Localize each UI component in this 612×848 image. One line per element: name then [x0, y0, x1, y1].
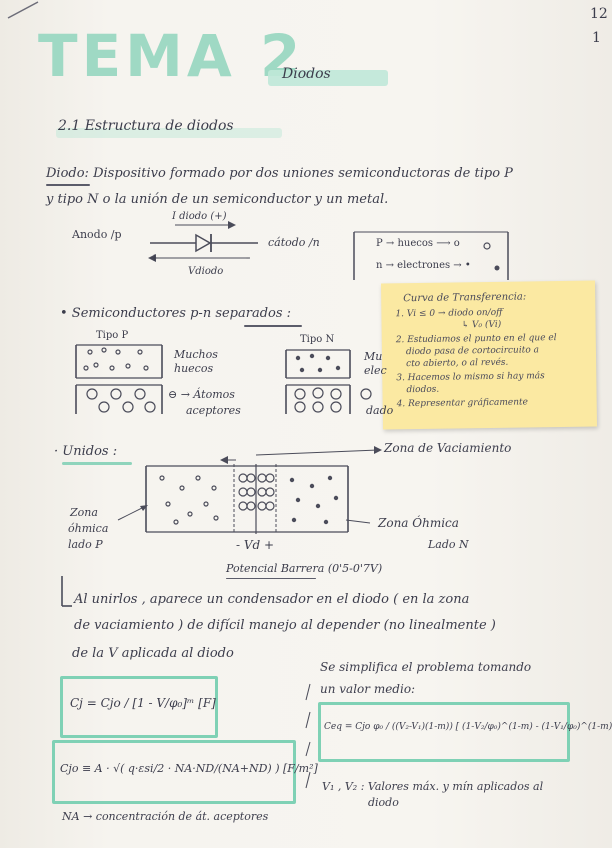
section-heading: 2.1 Estructura de diodos [58, 118, 234, 134]
zona-vaciamiento-label: Zona de Vaciamiento [384, 441, 512, 455]
definition-line-2: y tipo N o la unión de un semiconductor … [46, 192, 389, 207]
formula-cj-box [60, 676, 218, 738]
sticky-line-1b: ↳ V₀ (Vi) [461, 319, 502, 331]
zona-ohmica-p-1: Zona [70, 506, 98, 519]
vdiodo-label: Vdiodo [188, 266, 224, 277]
aceptores-label: aceptores [186, 404, 241, 417]
atomos-label: ⊖ → Átomos [168, 388, 235, 401]
unidos-heading: · Unidos : [54, 444, 118, 459]
sticky-line-2c: cto abierto, o al revés. [406, 357, 509, 370]
idiodo-label: I diodo (+) [172, 211, 227, 222]
tipo-n-label: Tipo N [300, 334, 335, 345]
page-number-secondary: 1 [592, 30, 601, 46]
formula-cjo-box [52, 740, 296, 804]
huecos-label: huecos [174, 362, 214, 375]
sticky-line-3b: diodos. [406, 384, 440, 396]
sticky-title: Curva de Transferencia: [403, 291, 527, 305]
definition-line-1: Diodo: Dispositivo formado por dos union… [46, 166, 513, 181]
formula-cjo: Cjo ≡ A · √( q·εsi/2 · NA·ND/(NA+ND) ) [… [60, 762, 318, 775]
zona-ohmica-p-2: óhmica [68, 522, 109, 535]
subtitle: Diodos [282, 66, 331, 82]
sticky-line-2b: diodo pasa de cortocircuito a [405, 345, 540, 358]
tipo-p-label: Tipo P [96, 330, 129, 341]
definition-underline [46, 184, 90, 186]
paragraph-line-3: de la V aplicada al diodo [72, 646, 234, 661]
plus-sign: + [150, 253, 159, 264]
subtitle-highlight [268, 70, 388, 86]
anodo-label: Anodo /p [72, 228, 122, 241]
dado-label: dado [366, 404, 394, 417]
minus-sign: - [246, 253, 250, 264]
sticky-line-1: 1. Vi ≤ 0 → diodo on/off [395, 307, 503, 320]
semiconductores-heading: • Semiconductores p-n separados : [60, 306, 292, 321]
unidos-underline [62, 462, 132, 465]
paragraph-line-1: Al unirlos , aparece un condensador en e… [74, 592, 470, 607]
v1-v2-note-2: diodo [368, 796, 399, 809]
separados-underline [244, 325, 302, 327]
sticky-line-4: 4. Representar gráficamente [396, 397, 529, 410]
sticky-note: Curva de Transferencia: 1. Vi ≤ 0 → diod… [380, 280, 598, 430]
mu-label: Mu [364, 350, 383, 363]
sticky-line-3: 3. Hacemos lo mismo si hay más [396, 371, 545, 384]
vd-label: - Vd + [236, 538, 275, 552]
page-title: TEMA 2 [38, 22, 305, 90]
legend-electrones: n → electrones → • [376, 260, 471, 271]
muchos-label: Muchos [174, 348, 218, 361]
sticky-line-2: 2. Estudiamos el punto en el que el [395, 333, 557, 346]
v1-v2-note: V₁ , V₂ : Valores máx. y mín aplicados a… [322, 780, 544, 793]
paragraph-line-2: de vaciamiento ) de difícil manejo al de… [74, 618, 496, 633]
page-number: 12 [590, 6, 608, 22]
potencial-barrera: Potencial Barrera (0'5-0'7V) [226, 562, 383, 575]
zona-ohmica-n-2: Lado N [428, 538, 469, 551]
paragraph-line-5: un valor medio: [320, 682, 416, 696]
formula-ceq: Ceq = Cjo φ₀ / ((V₂-V₁)(1-m)) [ (1-V₂/φ₀… [324, 722, 612, 732]
formula-cj: Cj = Cjo / [1 - V/φ₀]ᵐ [F] [70, 696, 216, 710]
na-note: NA → concentración de át. aceptores [62, 810, 269, 823]
legend-huecos: P → huecos ⟶ o [376, 238, 460, 249]
catodo-label: cátodo /n [268, 236, 320, 249]
zona-ohmica-p-3: lado P [68, 538, 103, 551]
zona-ohmica-n-1: Zona Óhmica [378, 516, 459, 530]
section-highlight [56, 128, 282, 138]
potencial-underline [226, 578, 316, 579]
formula-ceq-box [318, 702, 570, 762]
elec-label: elec [364, 364, 387, 377]
paragraph-line-4: Se simplifica el problema tomando [320, 660, 532, 674]
